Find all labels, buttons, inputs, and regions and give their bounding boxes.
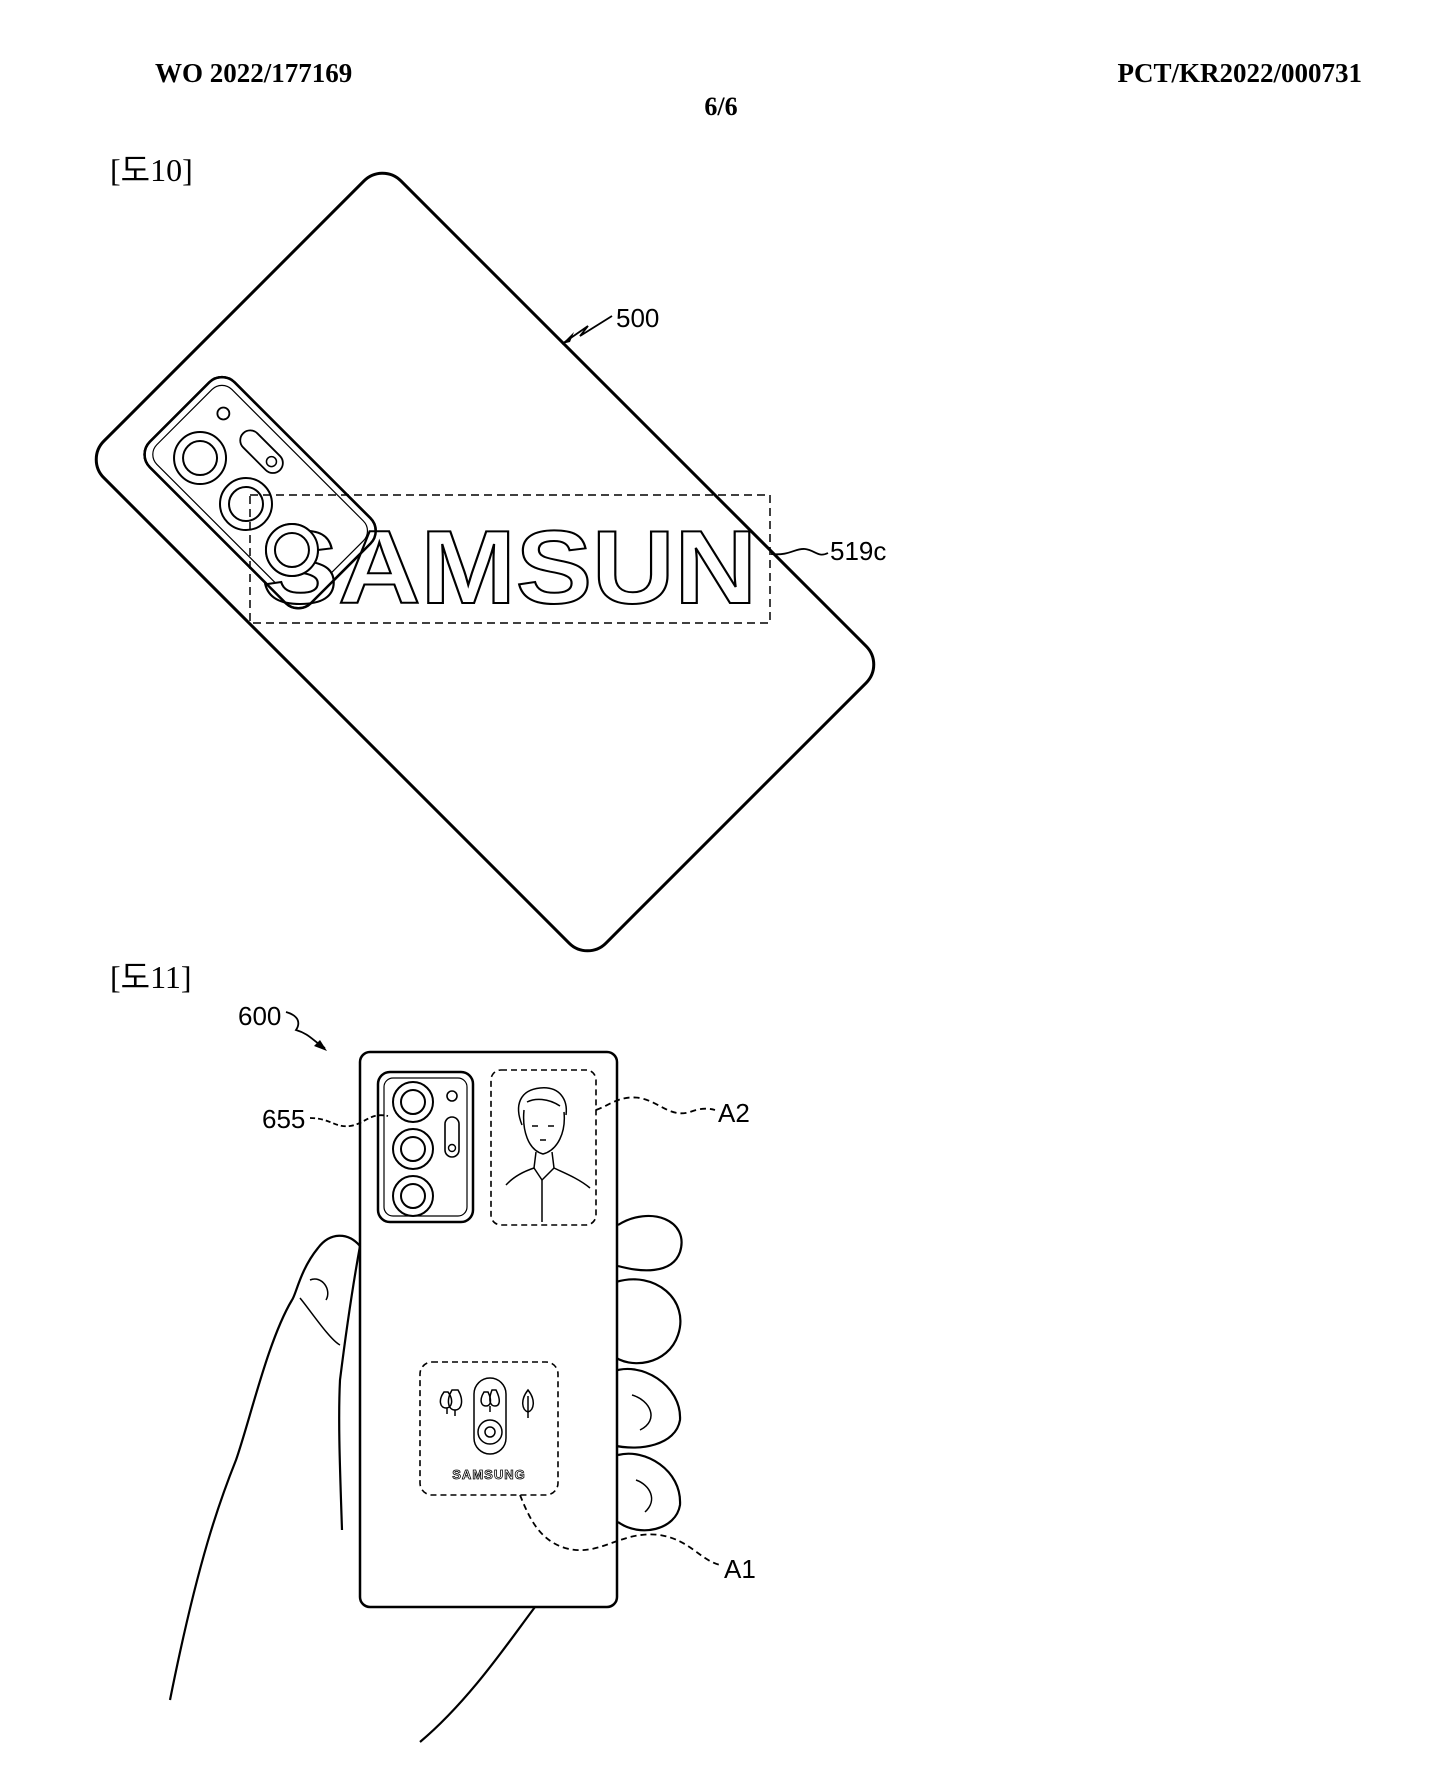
figure-10-label: [도10]	[110, 152, 193, 188]
leader-519c	[770, 548, 829, 556]
ref-a2: A2	[718, 1098, 750, 1128]
leader-500	[561, 315, 613, 345]
leader-a2	[595, 1096, 716, 1115]
ref-600: 600	[238, 1001, 281, 1031]
ref-a1: A1	[724, 1554, 756, 1584]
leader-600	[285, 1011, 326, 1049]
ref-500: 500	[616, 303, 659, 333]
figure-11: SAMSUNG 600 655 A2 A1	[168, 1001, 756, 1743]
sheet-number: 6/6	[704, 92, 738, 121]
portrait-icon	[505, 1087, 591, 1222]
ref-519c: 519c	[830, 536, 886, 566]
leader-655	[309, 1114, 389, 1128]
figure-10: SAMSUN 500 519c	[94, 171, 886, 953]
small-logo-text: SAMSUNG	[452, 1467, 525, 1482]
camera-module-655	[376, 1070, 475, 1224]
figure-11-label: [도11]	[110, 959, 192, 995]
publication-number: WO 2022/177169	[155, 58, 353, 88]
hand-left	[168, 1234, 536, 1743]
hand-fingers-right	[611, 1214, 683, 1532]
logo-text: SAMSUN	[262, 510, 757, 626]
area-a2	[490, 1069, 597, 1226]
logo-area-519c	[249, 494, 771, 624]
ref-655: 655	[262, 1104, 305, 1134]
nature-icons	[439, 1377, 534, 1455]
leader-a1	[519, 1494, 721, 1566]
application-number: PCT/KR2022/000731	[1117, 58, 1362, 88]
